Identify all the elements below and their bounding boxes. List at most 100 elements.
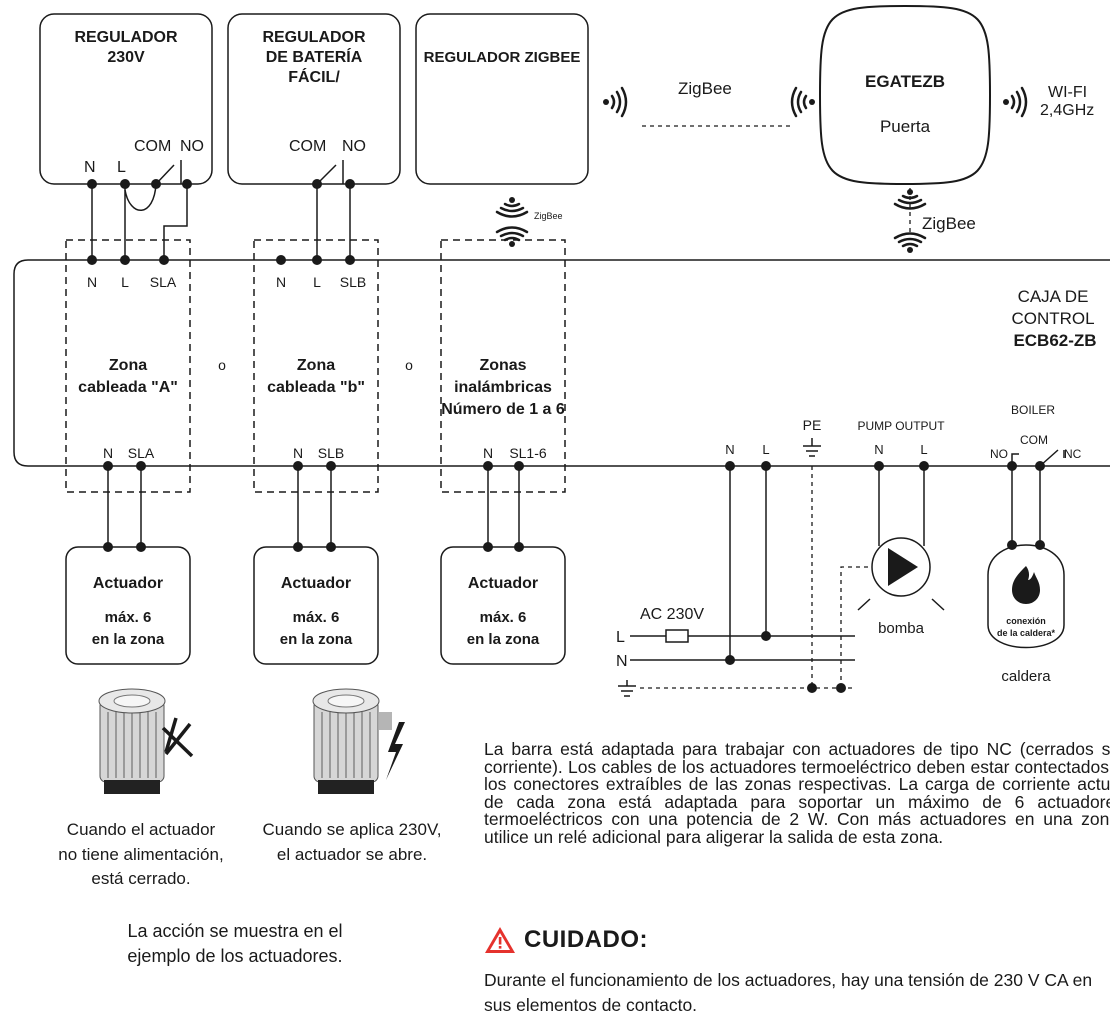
actuator-a-label-3: en la zona — [92, 631, 165, 648]
mains-n-label: N — [725, 442, 734, 457]
wifi-icon — [1010, 86, 1028, 118]
caption-example: La acción se muestra en el ejemplo de lo… — [127, 921, 343, 966]
pump-l-label: L — [920, 442, 927, 457]
boiler-com-label: COM — [1020, 433, 1048, 447]
boiler-connection-label-2: de la caldera* — [997, 628, 1056, 638]
mains-l-label: L — [762, 442, 769, 457]
zone-b-label-2: cableada "b" — [267, 379, 365, 396]
zone-a-sla-bottom: SLA — [128, 445, 155, 461]
reg230-title-1: REGULADOR — [74, 29, 178, 46]
actuator-box-w — [440, 546, 566, 665]
zone-w-label-1: Zonas — [479, 357, 526, 374]
actuator-closed-illustration — [98, 688, 194, 794]
control-box-title-1: CAJA DE — [1018, 287, 1089, 306]
pump-label: bomba — [878, 620, 925, 637]
reg230-n-label: N — [84, 159, 96, 176]
regbat-title-3: FÁCIL/ — [288, 67, 340, 86]
boiler-no-label: NO — [990, 447, 1008, 461]
pump-n-label: N — [874, 442, 883, 457]
zone-b-dashed — [253, 239, 379, 493]
flame-icon — [1012, 566, 1040, 604]
caution-heading: CUIDADO: — [484, 926, 648, 954]
gateway-signal-icon-bottom — [893, 232, 927, 248]
zigbee-signal-icon-bottom — [495, 226, 529, 242]
regzigbee-title: REGULADOR ZIGBEE — [424, 49, 581, 66]
zigbee-signal-icon-top — [495, 202, 529, 218]
regbat-com-label: COM — [289, 138, 326, 155]
actuator-b-label-3: en la zona — [280, 631, 353, 648]
wireless-icon-right — [790, 86, 808, 118]
actuator-a-label-1: Actuador — [93, 575, 163, 592]
pe-label: PE — [803, 417, 822, 433]
reg230-title-2: 230V — [107, 49, 145, 66]
regbat-title-1: REGULADOR — [262, 29, 366, 46]
boiler-symbol — [987, 544, 1065, 649]
boiler-label: caldera — [1001, 668, 1051, 685]
pump-output-label: PUMP OUTPUT — [857, 419, 945, 433]
zone-w-sl16-bottom: SL1-6 — [509, 445, 547, 461]
actuator-b-label-1: Actuador — [281, 575, 351, 592]
zone-b-slb-bottom: SLB — [318, 445, 344, 461]
gateway-title: EGATEZB — [865, 72, 945, 91]
actuator-open-illustration — [312, 688, 405, 794]
gateway-signal-icon-top — [893, 194, 927, 210]
zone-w-label-2: inalámbricas — [454, 379, 552, 396]
gateway-subtitle: Puerta — [880, 117, 931, 136]
caption-closed: Cuando el actuador no tiene alimentación… — [58, 820, 224, 888]
or-separator-1: o — [218, 357, 226, 373]
actuator-w-label-3: en la zona — [467, 631, 540, 648]
zone-a-label-2: cableada "A" — [78, 379, 178, 396]
actuator-w-label-2: máx. 6 — [480, 609, 527, 626]
control-box-outline — [13, 259, 1110, 467]
no-power-icon — [161, 717, 194, 758]
control-box-model: ECB62-ZB — [1013, 331, 1096, 350]
actuator-box-a — [65, 546, 191, 665]
mains-line-n: N — [616, 653, 628, 670]
zone-w-label-3: Número de 1 a 6 — [441, 401, 565, 418]
zigbee-link-label: ZigBee — [678, 79, 732, 98]
reg230-l-label: L — [117, 159, 126, 176]
zone-w-n-bottom: N — [483, 445, 493, 461]
wireless-icon-left — [610, 86, 628, 118]
actuator-w-label-1: Actuador — [468, 575, 538, 592]
zigbee-small-label: ZigBee — [534, 211, 563, 221]
zone-b-l-top: L — [313, 274, 321, 290]
zone-a-l-top: L — [121, 274, 129, 290]
control-box-title-2: CONTROL — [1011, 309, 1094, 328]
regbat-no-label: NO — [342, 138, 366, 155]
zone-a-n-top: N — [87, 274, 97, 290]
wifi-label-2: 2,4GHz — [1040, 102, 1094, 119]
zone-b-label-1: Zona — [297, 357, 335, 374]
zone-w-dashed — [440, 239, 566, 493]
zone-a-sla-top: SLA — [150, 274, 177, 290]
regbat-title-2: DE BATERÍA — [266, 47, 363, 66]
description-paragraph: La barra está adaptada para trabajar con… — [484, 739, 1110, 847]
regulator-zigbee-box — [415, 13, 589, 185]
ac-230v-label: AC 230V — [640, 606, 704, 623]
actuator-b-label-2: máx. 6 — [293, 609, 340, 626]
zone-b-slb-top: SLB — [340, 274, 366, 290]
zone-b-n-bottom: N — [293, 445, 303, 461]
zone-a-n-bottom: N — [103, 445, 113, 461]
zone-b-n-top: N — [276, 274, 286, 290]
pump-symbol — [871, 537, 931, 597]
power-icon — [386, 722, 405, 780]
reg230-com-label: COM — [134, 138, 171, 155]
caution-title: CUIDADO: — [524, 926, 648, 953]
boiler-nc-label: NC — [1064, 447, 1082, 461]
mains-line-l: L — [616, 629, 625, 646]
caption-open: Cuando se aplica 230V, el actuador se ab… — [262, 820, 442, 864]
caution-text: Durante el funcionamiento de los actuado… — [484, 970, 1093, 1015]
boiler-output-label: BOILER — [1011, 403, 1055, 417]
reg230-no-label: NO — [180, 138, 204, 155]
actuator-box-b — [253, 546, 379, 665]
or-separator-2: o — [405, 357, 413, 373]
boiler-connection-label-1: conexión — [1006, 616, 1046, 626]
gateway-zigbee-label: ZigBee — [922, 214, 976, 233]
actuator-a-label-2: máx. 6 — [105, 609, 152, 626]
zone-a-label-1: Zona — [109, 357, 147, 374]
wifi-label-1: WI-FI — [1048, 84, 1087, 101]
zone-a-dashed — [65, 239, 191, 493]
gateway-box — [818, 4, 992, 186]
